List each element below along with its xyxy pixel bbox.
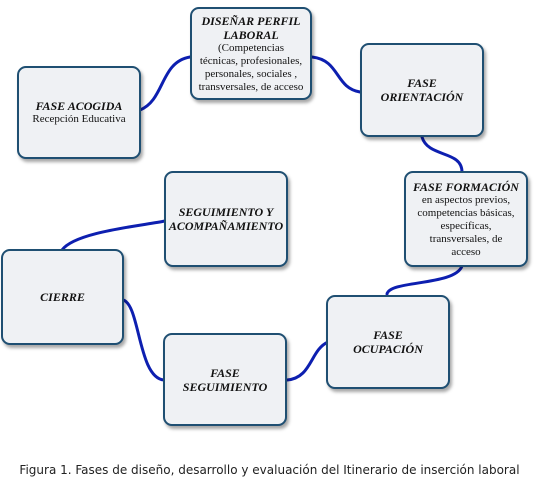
connector-disenar-orientacion (310, 55, 362, 94)
box-fase-ocupacion: FASE OCUPACIÓN (326, 295, 450, 389)
connector-orientacion-formacion (420, 135, 464, 174)
box-seguimiento-acompanamiento: SEGUIMIENTO Y ACOMPAÑAMIENTO (164, 171, 288, 267)
box-acogida-desc: Recepción Educativa (32, 113, 126, 125)
box-disenar-title: DISEÑAR PERFIL LABORAL (201, 13, 301, 42)
box-cierre: CIERRE (1, 249, 124, 345)
connector-formacion-ocupacion (385, 264, 464, 296)
box-formacion-desc: en aspectos previos, competencias básica… (417, 193, 515, 258)
box-acogida-title: FASE ACOGIDA (35, 99, 123, 113)
box-fase-acogida: FASE ACOGIDA Recepción Educativa (17, 66, 141, 159)
box-fase-seguimiento: FASE SEGUIMIENTO (163, 333, 287, 426)
box-orientacion-title: FASE ORIENTACIÓN (380, 76, 464, 104)
connector-acogida-disenar (138, 55, 192, 112)
box-seguimiento-acomp-title: SEGUIMIENTO Y ACOMPAÑAMIENTO (168, 205, 284, 233)
box-ocupacion-title: FASE OCUPACIÓN (353, 328, 423, 356)
box-cierre-title: CIERRE (40, 290, 85, 304)
connector-ocupacion-seguimiento (285, 340, 330, 382)
connector-cierre-seguimiento-acomp (60, 219, 167, 252)
box-disenar-perfil-laboral: DISEÑAR PERFIL LABORAL (Competencias téc… (190, 7, 312, 100)
box-disenar-desc: (Competencias técnicas, profesionales, p… (198, 41, 304, 93)
figure-caption: Figura 1. Fases de diseño, desarrollo y … (19, 463, 520, 477)
box-seguimiento-title: FASE SEGUIMIENTO (182, 365, 268, 394)
box-formacion-title: FASE FORMACIÓN (413, 179, 519, 194)
connector-seguimiento-cierre (121, 298, 166, 382)
box-fase-formacion: FASE FORMACIÓN en aspectos previos, comp… (404, 171, 528, 267)
box-fase-orientacion: FASE ORIENTACIÓN (360, 43, 484, 137)
